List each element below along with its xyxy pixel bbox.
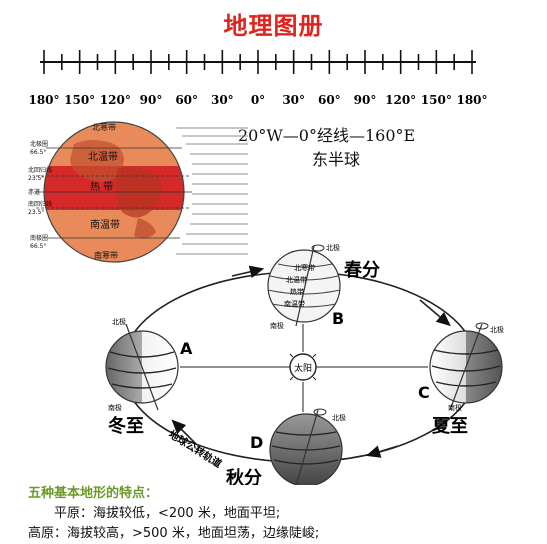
- earth-a: 北极 南极 A 冬至: [105, 317, 193, 437]
- note-plateau: 高原：海拔较高，>500 米，地面坦荡，边缘陡峻;: [28, 526, 320, 541]
- scale-label-0: 180°: [28, 93, 59, 107]
- continent-shape: [70, 140, 124, 182]
- longitude-scale: 180° 150° 120° 90° 60° 30° 0° 30° 60° 90…: [28, 50, 488, 107]
- arctic-circle-label: 北极圈: [30, 140, 48, 148]
- hemisphere-boundary: 20°W—0°经线—160°E: [238, 126, 416, 145]
- scale-label-6: 0°: [251, 93, 265, 107]
- terrain-notes: 五种基本地形的特点： 平原：海拔较低，<200 米，地面平坦; 高原：海拔较高，…: [28, 484, 319, 544]
- scale-label-4: 60°: [175, 93, 198, 107]
- arctic-deg-label: 66.5°: [30, 149, 46, 156]
- earth-axis: [295, 409, 319, 485]
- zone-north-frigid: 北寒带: [92, 122, 116, 132]
- zone-tropic: 热 带: [90, 180, 113, 193]
- orbit-arrow: [365, 445, 399, 458]
- sun: 太阳: [284, 348, 322, 386]
- antarctic-deg-label: 66.5°: [30, 243, 46, 250]
- earth-orbit-diagram: 太阳 北极 南极 A 冬至 北极 南极 北寒带 北温带 热带 南温带 春分 B …: [105, 243, 504, 485]
- orbit-label: 地球公转轨道: [166, 428, 224, 471]
- north-pole-label: 北极: [332, 413, 346, 422]
- orbit-arrow: [231, 265, 265, 279]
- north-pole-label: 北极: [326, 243, 340, 252]
- tropic-cancer-deg-label: 23.5°: [28, 175, 44, 182]
- season-spring-equinox: 春分: [344, 259, 380, 281]
- scale-label-8: 60°: [318, 93, 341, 107]
- scale-label-1: 150°: [64, 93, 95, 107]
- antarctic-circle-label: 南极圈: [30, 234, 48, 242]
- zone-south-frigid: 南寒带: [94, 250, 118, 260]
- north-pole-label: 北极: [490, 325, 504, 334]
- earth-d: 北极 D 秋分: [226, 408, 346, 485]
- season-summer-solstice: 夏至: [432, 416, 468, 437]
- zone-south-temperate: 南温带: [90, 218, 120, 231]
- scale-label-10: 120°: [385, 93, 416, 107]
- tropic-cancer-label: 北回归线: [28, 166, 52, 174]
- earth-c: 北极 南极 C 夏至: [418, 322, 504, 437]
- earth-axis: [295, 245, 315, 327]
- tropic-capricorn-label: 南回归线: [28, 200, 52, 208]
- position-letter-b: B: [332, 309, 344, 328]
- position-letter-c: C: [418, 383, 430, 402]
- scale-label-2: 120°: [100, 93, 131, 107]
- earth-b: 北极 南极 北寒带 北温带 热带 南温带 春分 B: [267, 243, 380, 330]
- earth-axis: [449, 323, 483, 411]
- climate-zone-globe: 北寒带 北温带 热 带 南温带 南寒带 北极圈 66.5° 北回归线 23.5°…: [28, 121, 248, 263]
- scale-label-7: 30°: [282, 93, 305, 107]
- south-pole-label: 南极: [448, 403, 462, 412]
- hemisphere-name: 东半球: [312, 150, 361, 169]
- b-zone-label: 北温带: [286, 275, 307, 284]
- north-pole-label: 北极: [112, 317, 126, 326]
- page-title: 地理图册: [223, 12, 324, 40]
- scale-label-9: 90°: [354, 93, 377, 107]
- continent-shape: [134, 218, 156, 239]
- b-zone-label: 南温带: [284, 299, 305, 308]
- zone-north-temperate: 北温带: [88, 151, 118, 163]
- scale-label-12: 180°: [456, 93, 487, 107]
- position-letter-d: D: [250, 433, 263, 452]
- tropic-capricorn-deg-label: 23.5°: [28, 209, 44, 216]
- note-plain: 平原：海拔较低，<200 米，地面平坦;: [54, 506, 281, 521]
- equator-label: 赤道: [28, 188, 40, 196]
- scale-label-5: 30°: [211, 93, 234, 107]
- scale-label-3: 90°: [140, 93, 163, 107]
- season-autumn-equinox: 秋分: [226, 467, 262, 485]
- orbit-arrow: [171, 419, 197, 445]
- notes-title: 五种基本地形的特点：: [28, 486, 159, 501]
- sun-label: 太阳: [294, 362, 312, 374]
- orbit-arrow: [419, 299, 451, 327]
- south-pole-label: 南极: [108, 403, 122, 412]
- south-pole-label: 南极: [270, 321, 284, 330]
- position-letter-a: A: [180, 339, 193, 358]
- scale-label-11: 150°: [421, 93, 452, 107]
- earth-axis: [125, 323, 159, 411]
- scale-ticks: [43, 50, 473, 74]
- b-zone-label: 北寒带: [294, 263, 315, 272]
- season-winter-solstice: 冬至: [108, 415, 144, 437]
- b-zone-label: 热带: [290, 287, 304, 296]
